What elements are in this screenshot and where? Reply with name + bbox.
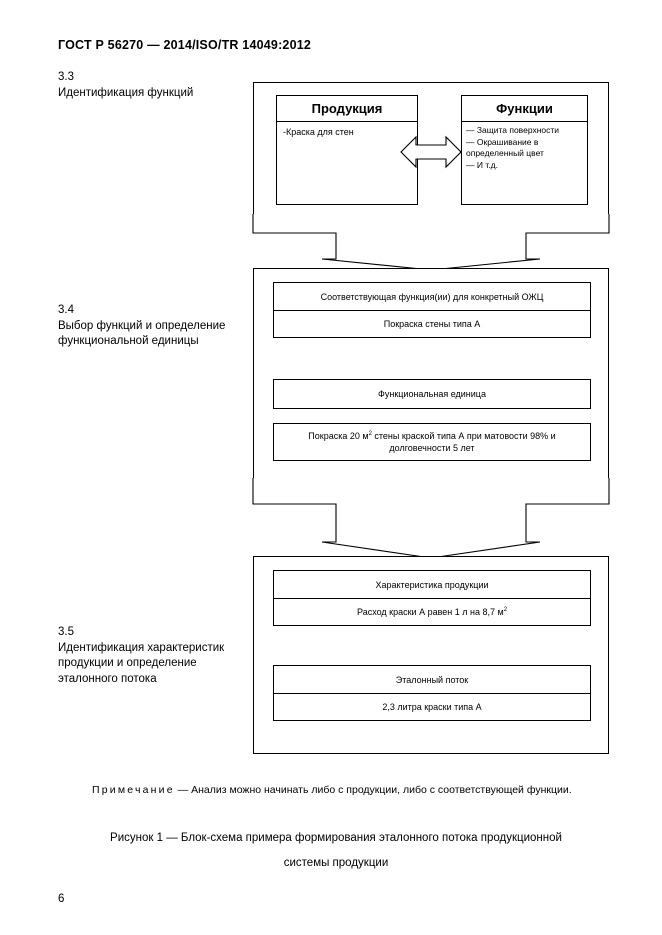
list-item: определенный цвет [466, 148, 544, 158]
box-product-characteristic: Характеристика продукции Расход краски А… [273, 570, 591, 626]
box-functions: Функции — Защита поверхности — Окрашиван… [461, 95, 588, 205]
box-relevant-function: Соответствующая функция(ии) для конкретн… [273, 282, 591, 338]
detail-text-pre: Покраска 20 м [308, 431, 369, 441]
consumption-superscript: 2 [503, 607, 507, 613]
box-functional-unit: Функциональная единица [273, 379, 591, 409]
box-relevant-function-row1: Соответствующая функция(ии) для конкретн… [320, 291, 544, 302]
note-paragraph: Примечание — Анализ можно начинать либо … [58, 783, 608, 798]
box-reference-flow-row2: 2,3 литра краски типа А [274, 693, 590, 720]
detail-superscript: 2 [368, 431, 372, 437]
step-number-3-5: 3.5 [58, 626, 74, 638]
list-item: — Защита поверхности [466, 125, 560, 135]
diagram-group-functional-unit: Соответствующая функция(ии) для конкретн… [253, 268, 609, 480]
step-label-3-5: 3.5 Идентификация характеристик продукци… [58, 625, 258, 687]
consumption-text: Расход краски А равен 1 л на 8,7 м [357, 607, 504, 617]
note-label: Примечание [92, 784, 175, 796]
step-text-3-3: Идентификация функций [58, 86, 194, 99]
figure-caption-line2: системы продукции [283, 857, 389, 869]
step-label-3-3: 3.3 Идентификация функций [58, 70, 258, 101]
merge-arrow-down-icon [252, 478, 610, 559]
bidirectional-arrow-icon [400, 135, 462, 169]
box-relevant-function-row2: Покраска стены типа А [274, 310, 590, 337]
box-product-characteristic-row2: Расход краски А равен 1 л на 8,7 м2 [274, 598, 590, 625]
box-functions-list: — Защита поверхности — Окрашивание в опр… [462, 122, 587, 171]
box-functional-unit-row1: Функциональная единица [378, 389, 486, 399]
box-product-body: -Краска для стен [283, 127, 354, 137]
step-text-3-5: Идентификация характеристик продукции и … [58, 641, 225, 685]
box-reference-flow: Эталонный поток 2,3 литра краски типа А [273, 665, 591, 721]
box-reference-flow-row1: Эталонный поток [395, 674, 469, 685]
page-number: 6 [58, 893, 65, 905]
note-text: Анализ можно начинать либо с продукции, … [191, 784, 572, 796]
box-functions-title: Функции [462, 96, 587, 122]
box-functional-unit-detail: Покраска 20 м2 стены краской типа А при … [273, 423, 591, 461]
document-header-standard-number: ГОСТ Р 56270 — 2014/ISO/TR 14049:2012 [58, 38, 312, 52]
diagram-group-reference-flow: Характеристика продукции Расход краски А… [253, 556, 609, 754]
figure-caption-line1: Рисунок 1 — Блок-схема примера формирова… [110, 832, 562, 844]
step-number-3-3: 3.3 [58, 71, 74, 83]
figure-caption: Рисунок 1 — Блок-схема примера формирова… [58, 826, 614, 876]
diagram-group-identification-of-functions: Продукция -Краска для стен Функции — Защ… [253, 82, 609, 216]
step-label-3-4: 3.4 Выбор функций и определение функцион… [58, 303, 258, 350]
merge-arrow-down-icon [252, 214, 610, 271]
step-text-3-4: Выбор функций и определение функциональн… [58, 319, 226, 348]
box-product: Продукция -Краска для стен [276, 95, 418, 205]
box-product-characteristic-row1: Характеристика продукции [375, 579, 489, 590]
box-product-title: Продукция [277, 96, 417, 122]
note-dash: — [177, 784, 189, 796]
list-item: — И т.д. [466, 159, 498, 170]
detail-text-post: стены краской типа А при матовости 98% и… [371, 431, 556, 453]
step-number-3-4: 3.4 [58, 304, 74, 316]
list-item: — Окрашивание в [466, 136, 539, 147]
box-functional-unit-detail-row1: Покраска 20 м2 стены краской типа А при … [274, 424, 590, 460]
